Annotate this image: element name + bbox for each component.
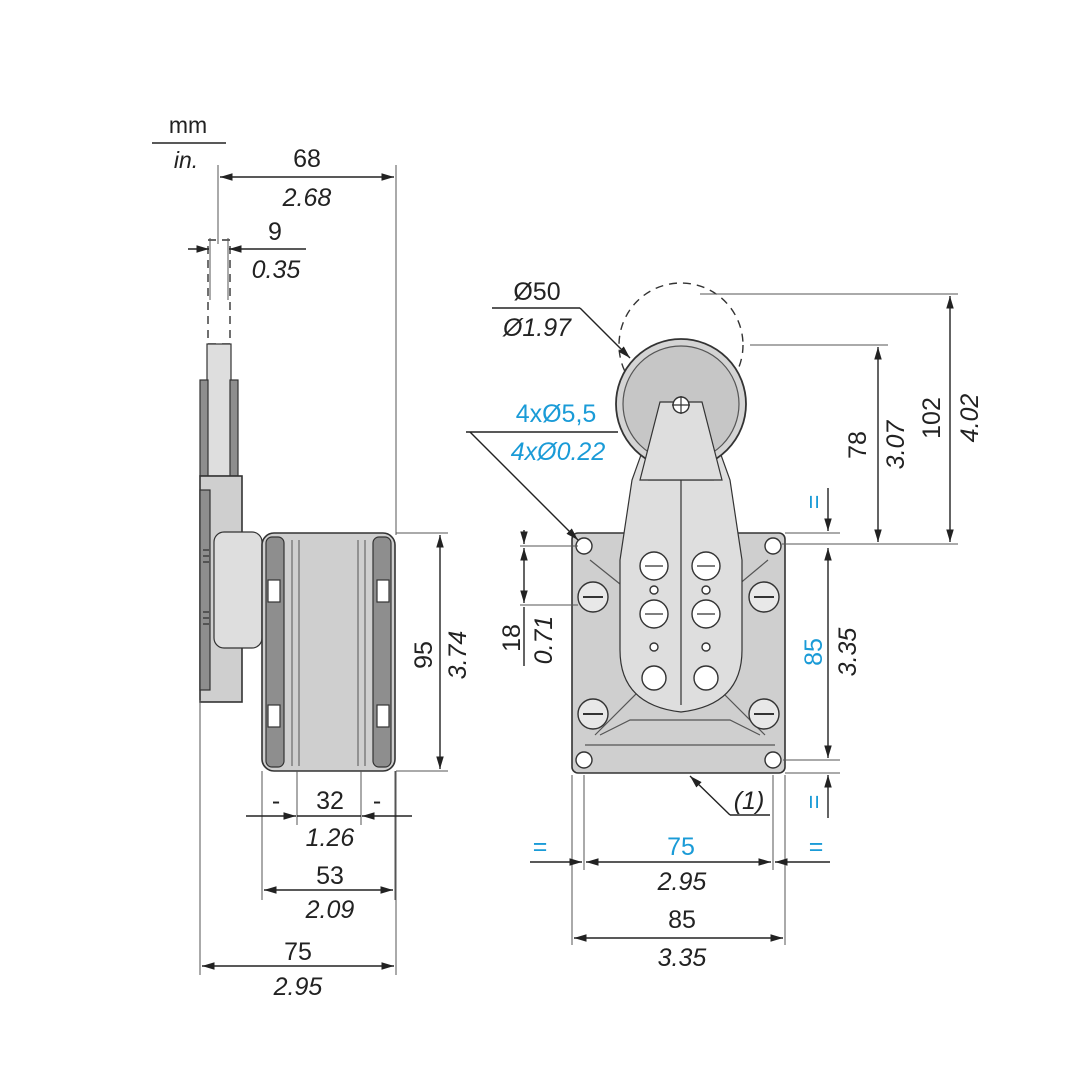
dim-height-in: 3.74 [444,631,472,680]
equal-mark-left: = [533,833,548,861]
dim-lever-width-in: 0.35 [252,256,301,284]
dim-axis-height: 78 3.07 [844,347,910,542]
dim-top-width: 68 2.68 [220,145,394,212]
dim-center-mark-left: - [272,787,280,815]
dim-body-width-in: 2.09 [305,896,355,924]
dim-mounting-holes-in: 4xØ0.22 [511,438,606,466]
lever-hub [213,531,263,649]
lever-lower-edge [199,489,211,691]
dim-hole-spacing-v-mm: 85 [800,638,828,666]
note-1-label: (1) [734,787,765,815]
lever-edge [199,379,209,477]
dim-hole-offset-mm: 18 [498,624,526,652]
dim-overall-width-mm: 75 [284,938,312,966]
dim-hole-spacing-h-mm: 75 [667,833,695,861]
unit-mm: mm [169,112,207,138]
side-body [261,532,396,772]
dim-hole-offset: 18 0.71 [498,530,558,666]
dim-center-in: 1.26 [306,824,355,852]
dim-axis-height-mm: 78 [844,431,872,459]
mount-hole-tr [764,537,782,555]
dim-roller-diameter-in: Ø1.97 [502,314,572,342]
dim-mounting-holes: 4xØ5,5 4xØ0.22 [466,400,618,541]
mount-hole-br [764,751,782,769]
dim-body-width: 53 2.09 [264,862,393,924]
dim-center-mark-right: - [373,787,381,815]
dim-hole-offset-in: 0.71 [530,616,558,665]
dim-roller-height-mm: 102 [918,397,946,439]
side-flange-left [265,536,285,768]
lever-dashed-outline [207,239,231,345]
equal-mark-top: = [800,495,828,510]
mount-hole-tl [575,537,593,555]
dim-hole-spacing-h: = = 75 2.95 [530,833,830,896]
dim-top-width-mm: 68 [293,145,321,173]
equal-mark-bottom: = [800,795,828,810]
dim-height: 95 3.74 [410,535,472,769]
dim-overall-width: 75 2.95 [202,938,394,1001]
dim-body-width-front: 85 3.35 [574,906,783,972]
dim-axis-height-in: 3.07 [882,420,910,470]
units-legend: mm in. [152,112,226,173]
lever-edge-right [229,379,239,477]
dim-hole-spacing-v-in: 3.35 [834,628,862,677]
dim-top-width-in: 2.68 [282,184,332,212]
dim-mounting-holes-mm: 4xØ5,5 [516,400,597,428]
mount-hole-bl [575,751,593,769]
dim-height-mm: 95 [410,641,438,669]
dim-roller-diameter: Ø50 Ø1.97 [492,278,631,359]
equal-mark-right: = [809,833,824,861]
side-flange-right [372,536,392,768]
dim-lever-width: 9 0.35 [188,218,306,284]
dim-body-width-mm: 53 [316,862,344,890]
dim-roller-diameter-mm: Ø50 [513,278,560,306]
roller-alt-position [618,282,744,408]
dim-overall-width-in: 2.95 [273,973,323,1001]
lever-upper [206,343,232,477]
front-extension-lines [520,293,958,945]
side-body-outline [261,532,396,772]
side-extension-lines [199,165,448,975]
front-view: Ø50 Ø1.97 4xØ5,5 4xØ0.22 102 4.02 78 3.0… [466,278,984,972]
dim-body-width-front-mm: 85 [668,906,696,934]
dim-center: - 32 - 1.26 [246,787,412,852]
dim-body-width-front-in: 3.35 [658,944,707,972]
dim-hole-spacing-h-in: 2.95 [657,868,707,896]
side-view: 68 2.68 9 0.35 95 3.74 - 32 - 1.26 [188,145,472,1001]
dim-roller-height-in: 4.02 [956,394,984,443]
dim-hole-spacing-v: = = 85 3.35 [800,488,862,818]
side-lever [199,239,263,703]
dim-roller-height: 102 4.02 [918,296,984,542]
note-1: (1) [689,775,770,816]
front-roller [615,338,747,481]
dim-center-mm: 32 [316,787,344,815]
dim-lever-width-mm: 9 [268,218,282,246]
unit-in: in. [174,147,198,173]
